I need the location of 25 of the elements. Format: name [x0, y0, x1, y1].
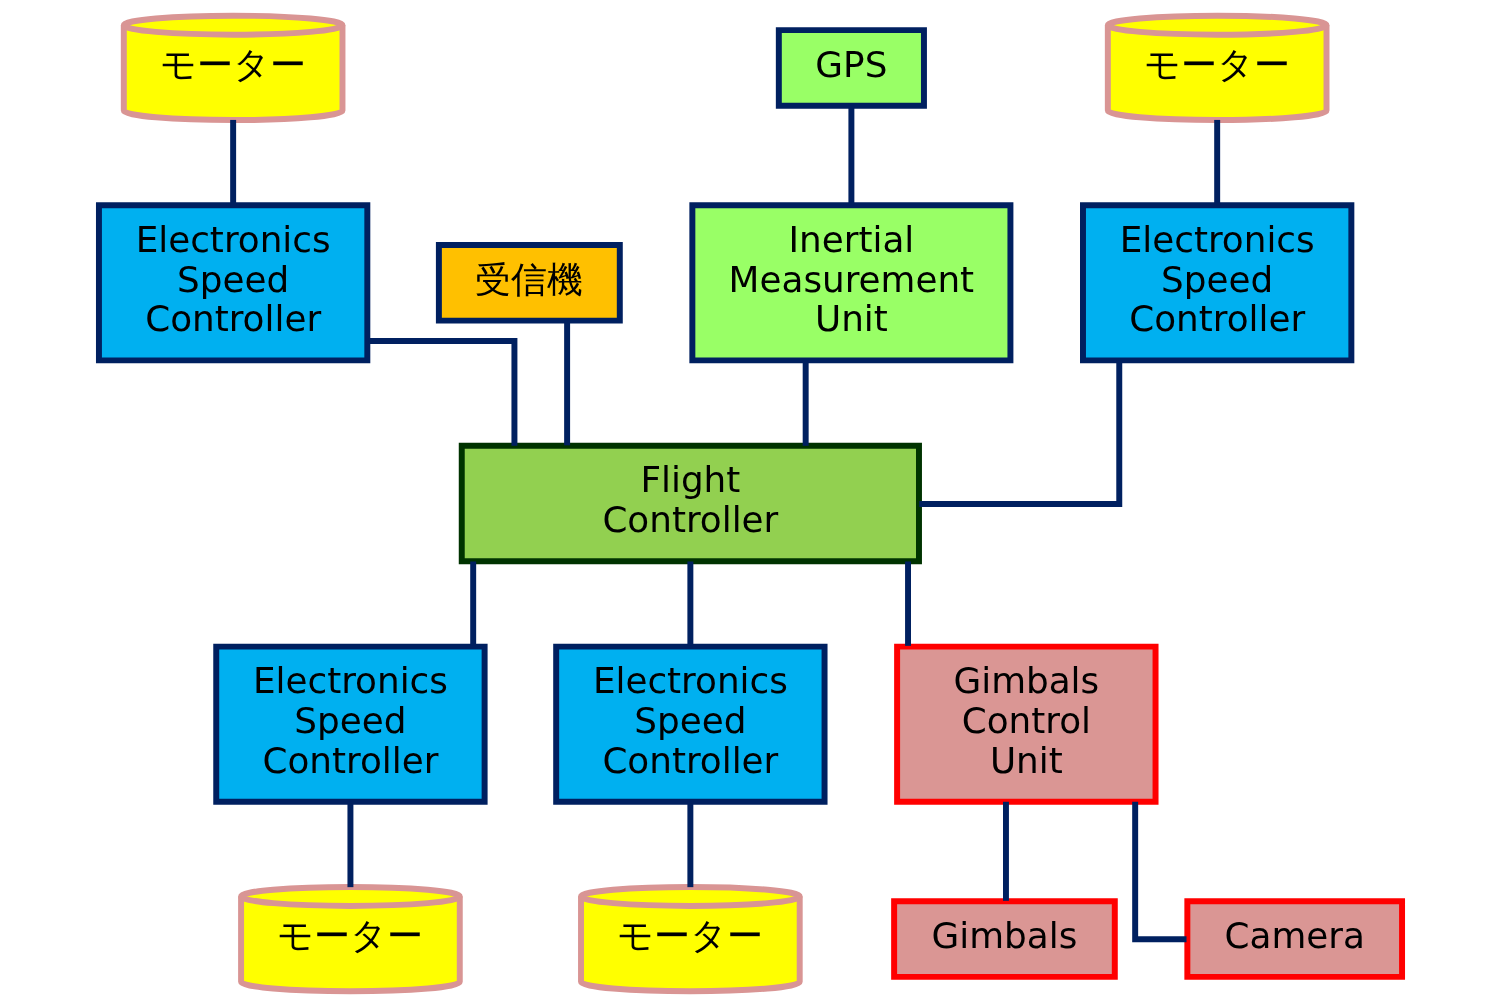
node-box: Electronics Speed Controller [95, 202, 371, 364]
node-box: Electronics Speed Controller [1080, 202, 1355, 364]
node-box: Camera [1184, 898, 1406, 980]
node-box: GPS [775, 27, 927, 109]
node-box: 受信機 [435, 242, 623, 324]
connector [470, 561, 477, 646]
connector [687, 561, 694, 646]
connector [905, 561, 911, 646]
connector [230, 119, 237, 206]
node-box: Gimbals [891, 898, 1118, 980]
node-box: Gimbals Control Unit [894, 643, 1159, 805]
connector [1002, 801, 1009, 901]
connector [368, 338, 518, 446]
connector [1132, 801, 1187, 943]
connector [687, 801, 694, 888]
node-box: Flight Controller [458, 442, 922, 565]
connector [802, 360, 809, 446]
connector [564, 320, 571, 446]
node-box: Inertial Measurement Unit [689, 202, 1014, 364]
connector [347, 801, 354, 888]
node-box: Electronics Speed Controller [553, 643, 828, 805]
node-box: Electronics Speed Controller [213, 643, 488, 805]
connector [919, 360, 1123, 507]
connector [1214, 119, 1221, 206]
connector [848, 105, 855, 206]
